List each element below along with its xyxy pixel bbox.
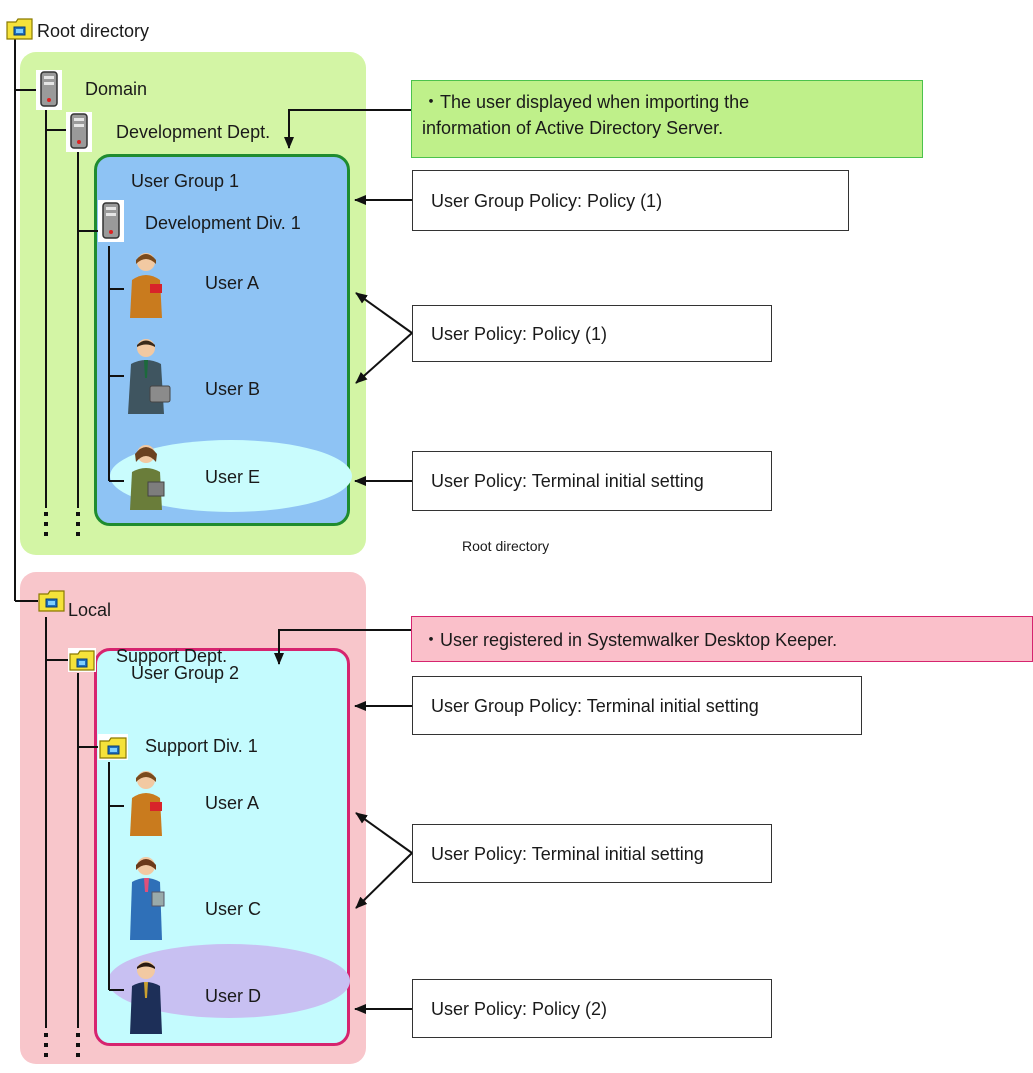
user-d-person-icon [130,961,162,1034]
user-a-label: User A [205,793,260,813]
policy-box-group-1: User Group Policy: Policy (1) [412,170,849,231]
active-directory-note-line2: information of Active Directory Server. [422,118,724,138]
policy-user-e-text: User Policy: Terminal initial setting [431,471,704,491]
systemwalker-note: ・User registered in Systemwalker Desktop… [411,616,1033,662]
policy-box-user-d: User Policy: Policy (2) [412,979,772,1038]
policy-group-1-text: User Group Policy: Policy (1) [431,190,663,211]
user-group-1-label: User Group 1 [131,171,240,191]
folder-icon [38,590,65,612]
user-a-person-icon [130,771,162,836]
policy-group-2-text: User Group Policy: Terminal initial sett… [431,695,759,716]
server-icon [66,112,92,152]
policy-users-ac-text: User Policy: Terminal initial setting [431,843,704,864]
user-a-person-icon [130,253,162,318]
folder-icon [6,18,33,40]
user-e-label: User E [205,467,261,487]
user-b-person-icon [128,339,171,414]
local-label: Local [68,600,112,620]
user-c-person-icon [130,857,165,940]
user-c-label: User C [205,899,262,919]
policy-box-users-ab: User Policy: Policy (1) [412,305,772,362]
development-dept-label: Development Dept. [116,122,271,142]
policy-users-ab-text: User Policy: Policy (1) [431,323,608,344]
folder-icon [68,648,96,672]
policy-user-d-text: User Policy: Policy (2) [431,998,608,1019]
support-div-label: Support Div. 1 [145,736,258,756]
active-directory-note-line1: ・The user displayed when importing the [422,92,750,112]
folder-icon [98,734,128,760]
user-a-label: User A [205,273,260,293]
policy-box-users-ac: User Policy: Terminal initial setting [412,824,772,883]
user-e-person-icon [130,445,165,510]
user-d-label: User D [205,986,262,1006]
user-b-label: User B [205,379,261,399]
user-group-2-label: User Group 2 [131,663,240,683]
systemwalker-note-text: ・User registered in Systemwalker Desktop… [422,630,838,650]
support-dept-label: Support Dept. [116,646,228,666]
policy-box-group-2: User Group Policy: Terminal initial sett… [412,676,862,735]
active-directory-note: ・The user displayed when importing the i… [411,80,923,158]
server-icon [98,200,124,242]
root-directory-label: Root directory [37,21,150,41]
development-div-label: Development Div. 1 [145,213,301,233]
stray-root-directory-caption: Root directory [462,538,550,554]
server-icon [36,70,62,110]
policy-box-user-e: User Policy: Terminal initial setting [412,451,772,511]
domain-label: Domain [85,79,148,99]
